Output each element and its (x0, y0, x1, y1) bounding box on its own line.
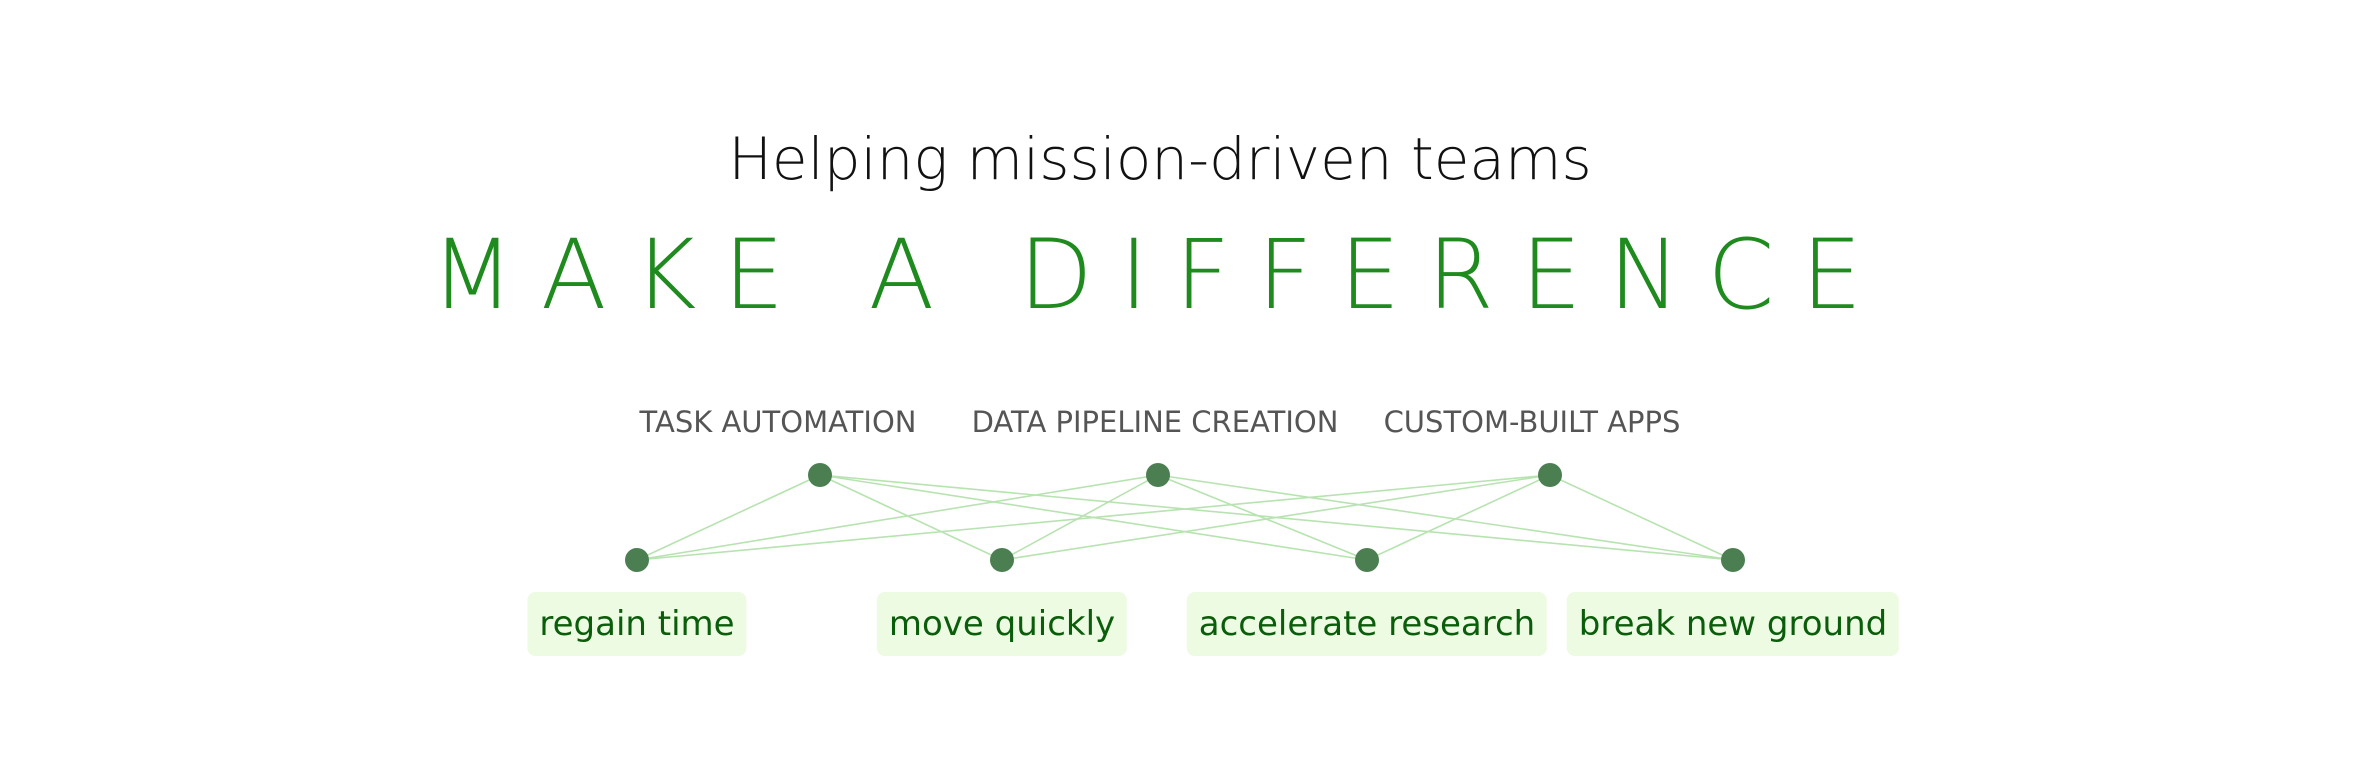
edge-3-2 (1001, 474, 1551, 561)
label-custom-built-apps: CUSTOM-BUILT APPS (1383, 405, 1681, 439)
headline: MAKE A DIFFERENCE (431, 219, 1889, 331)
bottom-node-2 (990, 548, 1014, 572)
bottom-node-1 (625, 548, 649, 572)
outcome-move-quickly: move quickly (876, 592, 1128, 656)
top-node-1 (808, 463, 832, 487)
outcome-accelerate-research: accelerate research (1186, 592, 1548, 656)
edge-3-4 (1549, 474, 1734, 561)
edge-2-1 (636, 474, 1159, 561)
edge-2-4 (1157, 474, 1734, 561)
label-data-pipeline-creation: DATA PIPELINE CREATION (971, 405, 1339, 439)
bottom-node-4 (1721, 548, 1745, 572)
outcome-break-new-ground: break new ground (1566, 592, 1900, 656)
edge-1-1 (636, 474, 821, 561)
edges (636, 474, 1734, 561)
edge-3-1 (636, 474, 1551, 561)
edge-1-2 (819, 474, 1003, 561)
edge-3-3 (1366, 474, 1551, 561)
top-node-2 (1146, 463, 1170, 487)
outcome-regain-time: regain time (527, 592, 747, 656)
top-node-3 (1538, 463, 1562, 487)
edge-2-3 (1157, 474, 1368, 561)
bottom-node-3 (1355, 548, 1379, 572)
subtitle: Helping mission-driven teams (728, 125, 1592, 193)
nodes (625, 463, 1745, 572)
edge-2-2 (1001, 474, 1159, 561)
label-task-automation: TASK AUTOMATION (639, 405, 917, 439)
